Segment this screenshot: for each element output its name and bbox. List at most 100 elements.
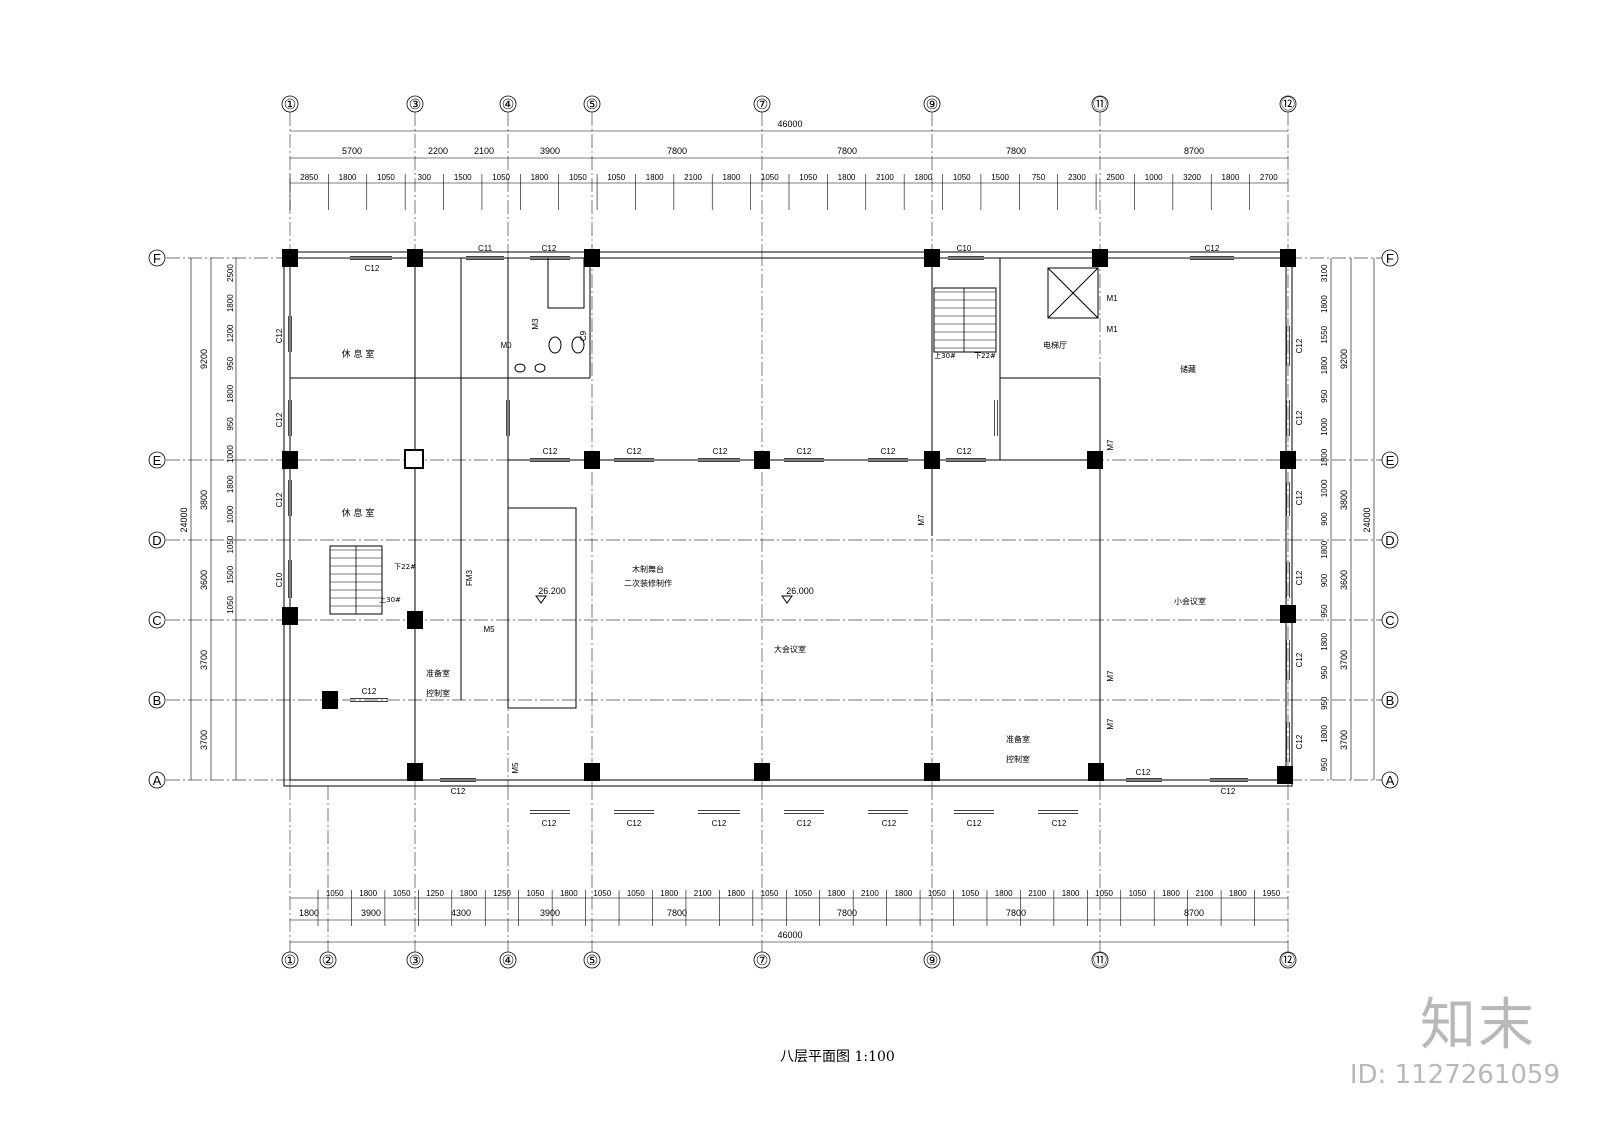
axis-bubble (148, 249, 166, 267)
dim: 1050 (593, 889, 611, 898)
dim: 7800 (1006, 146, 1026, 156)
column (1280, 451, 1296, 469)
dim: 1050 (794, 889, 812, 898)
dim: 1050 (226, 535, 235, 553)
window-tag: C12 (882, 819, 897, 828)
dim: 900 (1320, 512, 1329, 526)
dim: 2700 (1260, 173, 1278, 182)
column (282, 607, 298, 625)
stair-notes: 下22# 上30# 上30# 下22# (379, 351, 996, 604)
axis-bubble (923, 95, 941, 113)
column (584, 451, 600, 469)
dim: 1050 (607, 173, 625, 182)
axis-label: ③ (409, 952, 422, 968)
axis-label: ③ (409, 96, 422, 112)
axis-label: B (153, 693, 162, 708)
column (754, 451, 770, 469)
room-control-left: 控制室 (426, 688, 450, 698)
dim: 9200 (1339, 349, 1349, 369)
column (924, 763, 940, 781)
axis-label: ① (284, 952, 297, 968)
dim: 3200 (1183, 173, 1201, 182)
door-tag: M5 (511, 762, 520, 774)
axis-bubble (1381, 531, 1399, 549)
dim: 1950 (1262, 889, 1280, 898)
dim: 1800 (1320, 724, 1329, 742)
axis-label: F (1386, 251, 1394, 266)
column (1087, 451, 1103, 469)
dim: 2100 (861, 889, 879, 898)
dim: 1050 (761, 173, 779, 182)
dim: 900 (1320, 573, 1329, 587)
columns (282, 249, 1296, 784)
axis-bubble (1381, 691, 1399, 709)
axis-label: A (1386, 773, 1395, 788)
dim: 1800 (838, 173, 856, 182)
axis-label: ⑤ (586, 96, 599, 112)
dim: 9200 (199, 349, 209, 369)
door-tag: M7 (1106, 718, 1115, 730)
axis-label: C (152, 613, 161, 628)
axis-bubble (923, 951, 941, 969)
dims-bottom-main: 1800 3900 4300 3900 7800 7800 7800 8700 (299, 908, 1204, 918)
door-tag: M1 (1106, 294, 1118, 303)
level-marks: 26.200 26.000 (535, 586, 814, 604)
window-tag: C12 (627, 447, 642, 456)
axis-label: ⑫ (1281, 96, 1295, 112)
dim: 1800 (1320, 295, 1329, 313)
stair-down-right: 下22# (974, 352, 996, 360)
room-stage: 木制舞台 (632, 564, 664, 574)
door-tag: M0 (500, 341, 512, 350)
window-tag: C12 (957, 447, 972, 456)
dim: 1800 (646, 173, 664, 182)
axis-label: E (153, 453, 162, 468)
axis-bubble (1091, 95, 1109, 113)
dim: 1800 (339, 173, 357, 182)
dim: 1800 (995, 889, 1013, 898)
window-tag: C12 (542, 819, 557, 828)
dim: 300 (418, 173, 432, 182)
window-tag: C12 (543, 447, 558, 456)
window-tag: C12 (362, 687, 377, 696)
axis-bubble (583, 951, 601, 969)
window-tag: C12 (1205, 244, 1220, 253)
dim: 7800 (667, 908, 687, 918)
dims-top-main: 5700 2200 2100 3900 7800 7800 7800 8700 (342, 146, 1204, 156)
window-tag: C12 (451, 787, 466, 796)
dim: 1800 (723, 173, 741, 182)
dim-bottom-overall: 46000 (777, 930, 802, 940)
stair-up-left: 上30# (379, 595, 401, 604)
column-hollow (404, 449, 424, 469)
axis-label: ⑪ (1093, 952, 1107, 968)
dim: 2300 (1068, 173, 1086, 182)
axis-bubble (148, 691, 166, 709)
dim: 1050 (527, 889, 545, 898)
axis-bubble (1279, 951, 1297, 969)
toilet-icon (571, 336, 585, 354)
level-triangle-icon (535, 595, 547, 604)
dim: 2100 (694, 889, 712, 898)
window-tag: C12 (713, 447, 728, 456)
dim: 1000 (1145, 173, 1163, 182)
door-tag: FM3 (465, 569, 474, 586)
axis-bubble (148, 611, 166, 629)
axis-label: ④ (502, 952, 515, 968)
axis-label: D (152, 533, 161, 548)
room-lounge-2: 休 息 室 (342, 507, 375, 519)
elevator-x-2 (1047, 267, 1099, 319)
axis-label: ① (284, 96, 297, 112)
dim: 3700 (199, 650, 209, 670)
column (282, 249, 298, 267)
axis-bubble (1381, 771, 1399, 789)
grid-lines (148, 95, 1399, 969)
dim: 1800 (828, 889, 846, 898)
column (1277, 766, 1293, 784)
axis-bubble (753, 951, 771, 969)
dim: 1050 (393, 889, 411, 898)
axis-label: ⑤ (586, 952, 599, 968)
room-stage-note: 二次装修制作 (624, 578, 672, 588)
window-tag: C10 (957, 244, 972, 253)
dims-left-main: 9200 3800 3600 3700 3700 (199, 349, 209, 750)
window-tag: C12 (275, 492, 284, 507)
dim: 1000 (1320, 417, 1329, 435)
